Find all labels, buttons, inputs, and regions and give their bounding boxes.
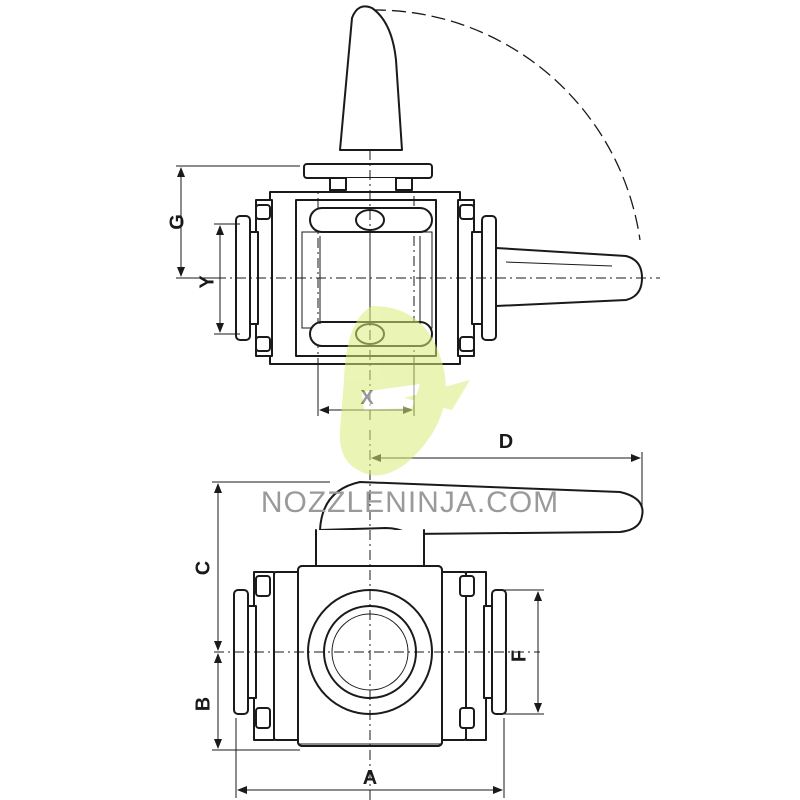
side-view	[214, 430, 644, 800]
dimension-label-d: D	[499, 431, 513, 453]
dimension-d: D	[371, 431, 643, 514]
watermark-text: NOZZLENINJA.COM	[261, 486, 559, 519]
handle-mount-plate	[303, 163, 433, 179]
dimension-label-y: Y	[196, 275, 218, 289]
dimension-b: B	[192, 653, 300, 751]
handle-lowered	[495, 247, 643, 307]
watermark-logo	[339, 306, 470, 476]
dimension-c: C	[192, 481, 330, 651]
dimension-label-g: G	[166, 214, 188, 230]
dimension-f: F	[500, 589, 544, 715]
dimension-label-b: B	[192, 697, 214, 711]
dimension-label-c: C	[192, 561, 214, 575]
dimension-y: Y	[196, 223, 240, 335]
dimension-g: G	[166, 165, 300, 279]
dimension-a: A	[235, 718, 505, 798]
bolts-top-view	[255, 204, 475, 352]
raised-handle	[339, 5, 403, 151]
dimension-label-f: F	[508, 650, 530, 662]
dimension-label-a: A	[363, 767, 377, 789]
bolts-side-view	[255, 575, 475, 729]
top-view	[216, 5, 660, 420]
handle-swing-arc	[371, 9, 641, 241]
